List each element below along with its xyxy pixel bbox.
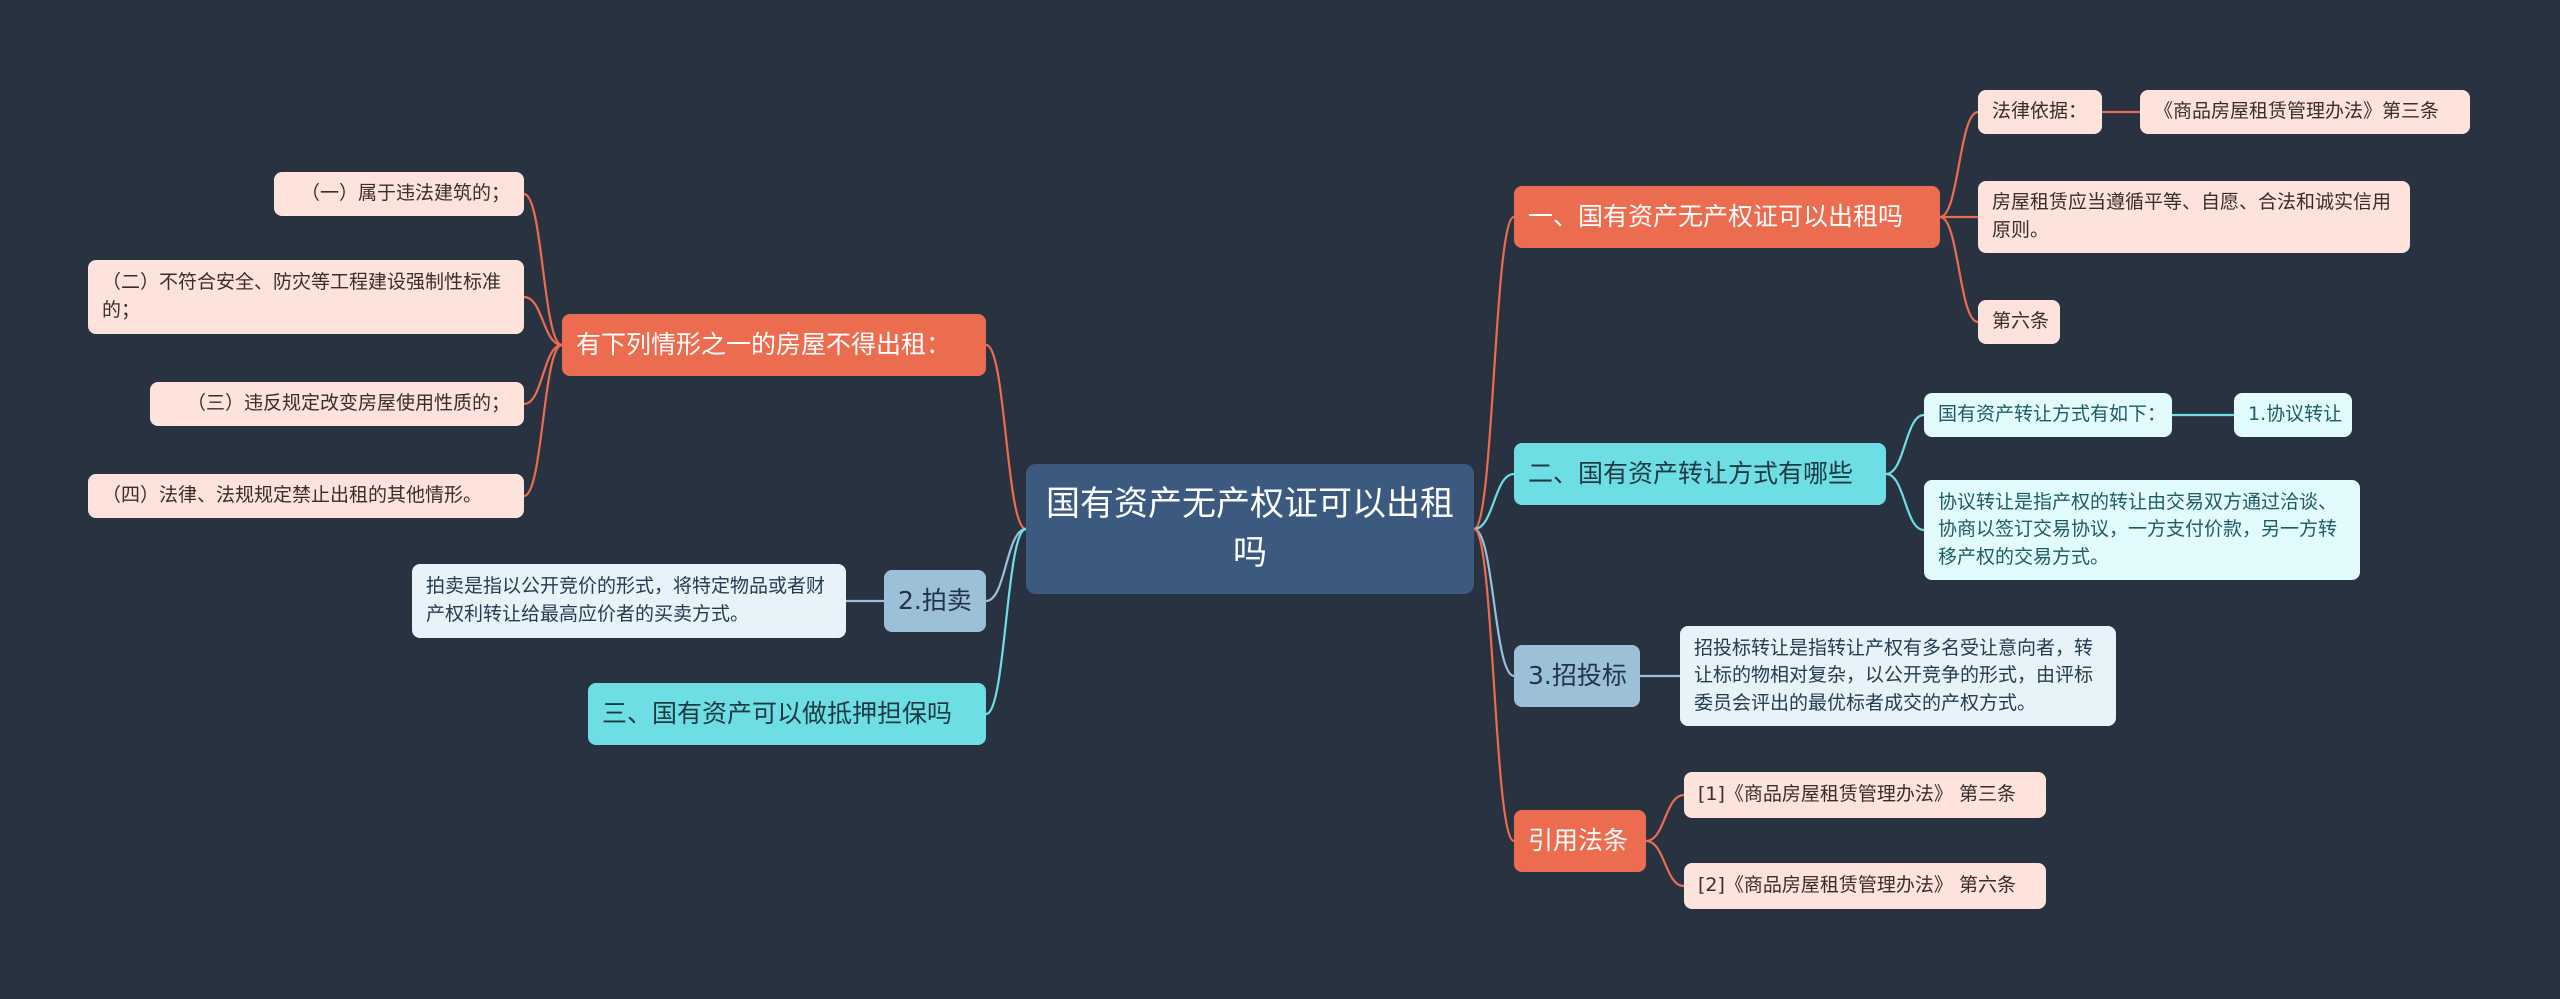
link-r1-a	[1938, 110, 1980, 219]
link-root-l1	[984, 343, 1028, 531]
cited-article-1[interactable]: [1]《商品房屋租赁管理办法》 第三条	[1684, 772, 2046, 818]
link-r2-a	[1884, 413, 1926, 476]
bidding-desc[interactable]: 招投标转让是指转让产权有多名受让意向者，转让标的物相对复杂，以公开竞争的形式，由…	[1680, 626, 2116, 726]
link-root-l2	[984, 527, 1028, 603]
link-r4-a	[1644, 793, 1686, 843]
branch-auction[interactable]: 2.拍卖	[884, 570, 986, 632]
prohibited-item-3[interactable]: （三）违反规定改变房屋使用性质的；	[150, 382, 524, 426]
link-root-r4	[1472, 527, 1516, 843]
branch-rental-question[interactable]: 一、国有资产无产权证可以出租吗	[1514, 186, 1940, 248]
agreement-transfer[interactable]: 1.协议转让	[2234, 393, 2352, 437]
auction-desc[interactable]: 拍卖是指以公开竞价的形式，将特定物品或者财产权利转让给最高应价者的买卖方式。	[412, 564, 846, 638]
prohibited-item-4[interactable]: （四）法律、法规规定禁止出租的其他情形。	[88, 474, 524, 518]
link-l1-b	[522, 295, 564, 347]
root-topic[interactable]: 国有资产无产权证可以出租吗	[1026, 464, 1474, 594]
agreement-transfer-desc[interactable]: 协议转让是指产权的转让由交易双方通过洽谈、协商以签订交易协议，一方支付价款，另一…	[1924, 480, 2360, 580]
legal-basis-label[interactable]: 法律依据：	[1978, 90, 2102, 134]
leasing-principle[interactable]: 房屋租赁应当遵循平等、自愿、合法和诚实信用原则。	[1978, 181, 2410, 253]
branch-cited-articles[interactable]: 引用法条	[1514, 810, 1646, 872]
link-r4-b	[1644, 839, 1686, 888]
link-l1-d	[522, 343, 564, 498]
prohibited-item-2[interactable]: （二）不符合安全、防灾等工程建设强制性标准的；	[88, 260, 524, 334]
link-root-l3	[984, 527, 1028, 716]
link-root-r3	[1472, 527, 1516, 678]
branch-transfer-methods[interactable]: 二、国有资产转让方式有哪些	[1514, 443, 1886, 505]
branch-prohibited-rentals[interactable]: 有下列情形之一的房屋不得出租：	[562, 314, 986, 376]
branch-bidding[interactable]: 3.招投标	[1514, 645, 1640, 707]
link-l1-a	[522, 192, 564, 347]
link-r1-c	[1938, 215, 1980, 324]
cited-article-2[interactable]: [2]《商品房屋租赁管理办法》 第六条	[1684, 863, 2046, 909]
link-root-r1	[1472, 215, 1516, 531]
transfer-methods-intro[interactable]: 国有资产转让方式有如下：	[1924, 393, 2172, 437]
link-r2-b	[1884, 472, 1926, 532]
link-root-r2	[1472, 472, 1516, 531]
article-six[interactable]: 第六条	[1978, 300, 2060, 344]
link-l1-c	[522, 343, 564, 406]
prohibited-item-1[interactable]: （一）属于违法建筑的；	[274, 172, 524, 216]
branch-mortgage-question[interactable]: 三、国有资产可以做抵押担保吗	[588, 683, 986, 745]
legal-basis-article3[interactable]: 《商品房屋租赁管理办法》第三条	[2140, 90, 2470, 134]
